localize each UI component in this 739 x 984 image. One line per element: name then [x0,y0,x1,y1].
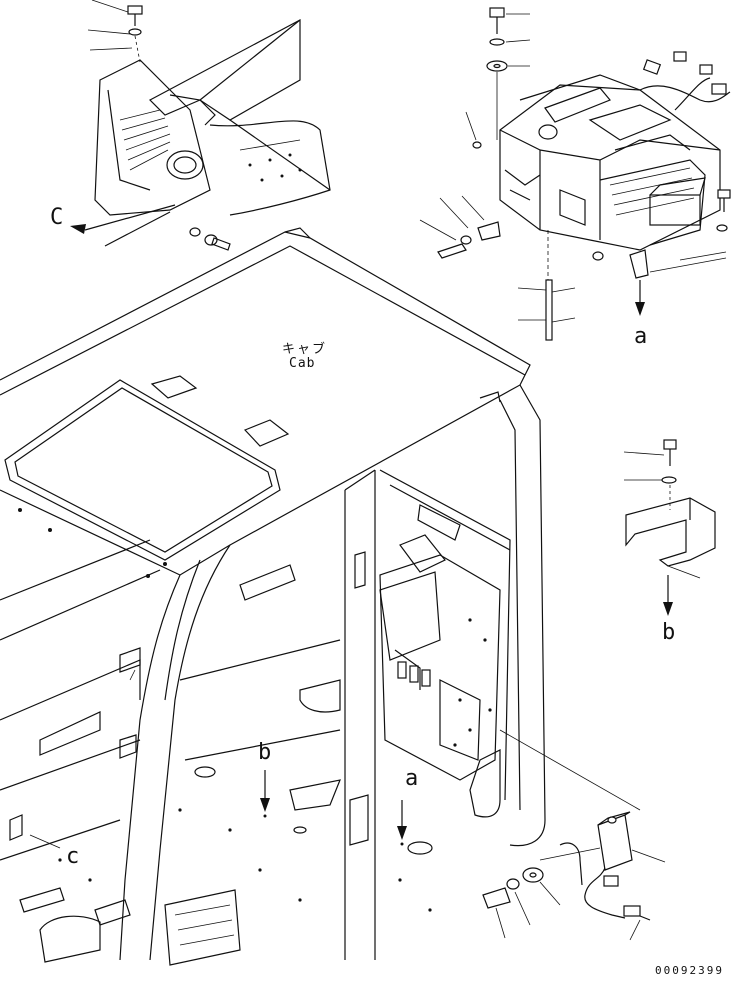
ref-letter-a-mid: a [405,766,419,791]
cab-frame [0,227,641,966]
cab-label-english: Cab [289,356,316,371]
relay-harness-assembly [482,811,666,941]
document-number: 00092399 [655,964,724,977]
ref-letter-b-mid: b [258,740,272,765]
aircon-unit-assembly [419,7,731,341]
ref-letter-a-top: a [634,324,648,349]
duct-cover-assembly [70,0,331,251]
ref-letter-c-top: C [50,205,64,230]
ref-letter-c-bottom: c [66,844,80,869]
ref-letter-b-right: b [662,620,676,645]
cab-label-japanese: キャブ [282,342,328,357]
cover-plate-assembly [623,439,716,616]
